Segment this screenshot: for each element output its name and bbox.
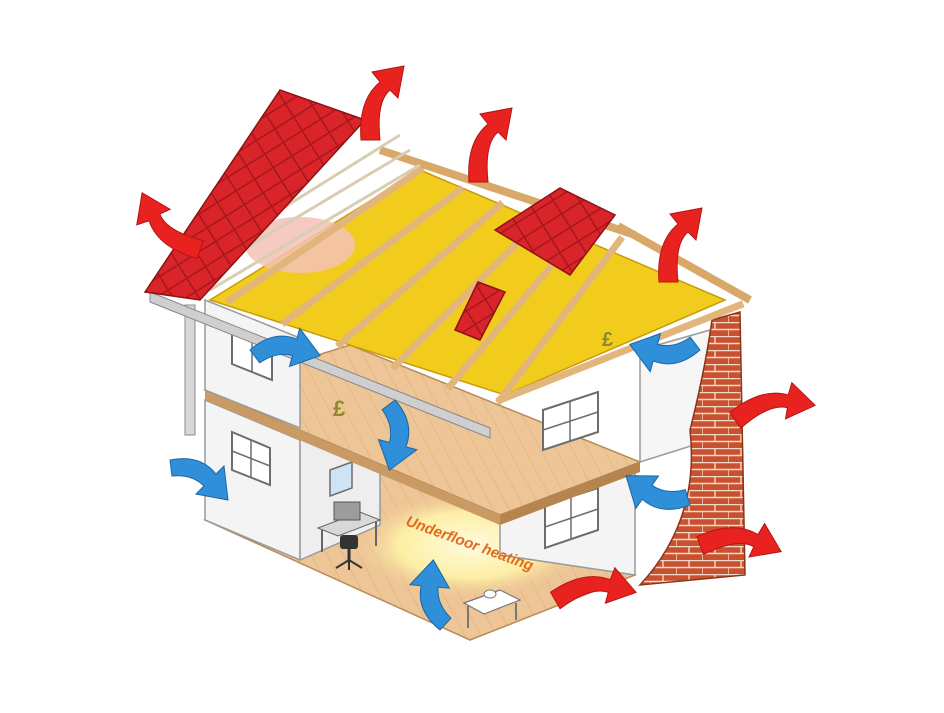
brick-wall	[638, 311, 746, 586]
pound-sign-icon: £	[333, 396, 346, 421]
heat-loss-arrow-icon	[360, 65, 405, 141]
computer-desk-icon	[316, 501, 382, 552]
office-chair-icon	[335, 535, 363, 570]
window	[542, 390, 599, 452]
pound-sign-icon: £	[602, 329, 613, 351]
window	[329, 460, 353, 498]
heat-loss-arrow-icon	[468, 107, 513, 183]
roof-tiles	[493, 187, 617, 276]
window	[231, 430, 271, 487]
side-table-icon	[462, 589, 522, 628]
downpipe-icon	[149, 291, 491, 439]
first-floor	[202, 344, 643, 525]
rafters	[225, 165, 745, 405]
roof-tiles	[453, 281, 507, 341]
